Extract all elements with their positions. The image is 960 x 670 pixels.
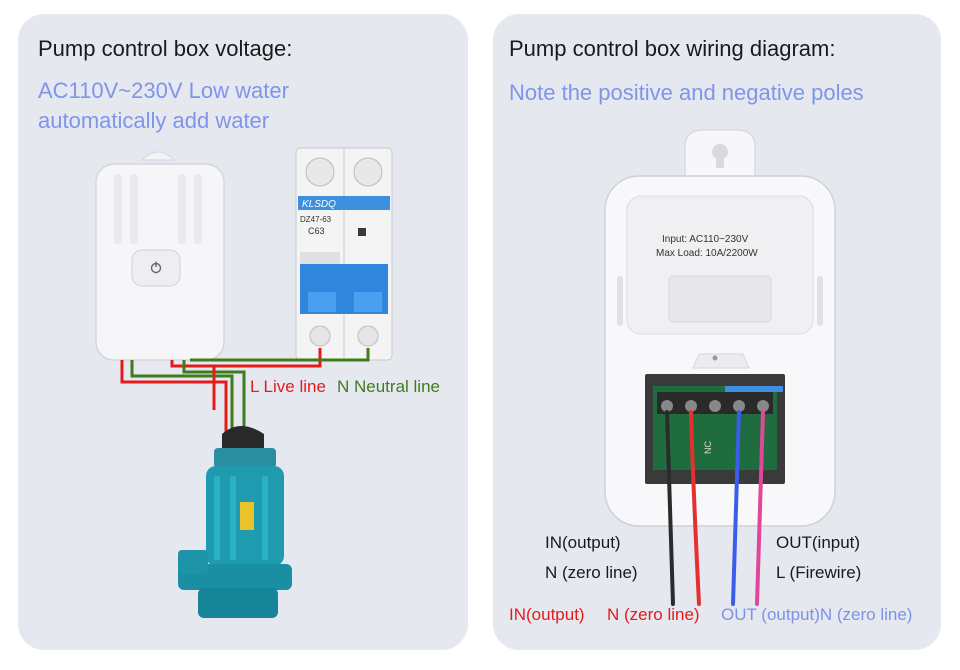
neutral-line-label: N Neutral line	[337, 377, 440, 396]
out-firewire-caption: L (Firewire)	[776, 563, 862, 582]
circuit-breaker: KLSDQ DZ47-63 C63	[295, 147, 393, 361]
terminal-wires	[665, 410, 765, 606]
voltage-illustration: KLSDQ DZ47-63 C63	[95, 147, 393, 618]
in-output-caption: IN(output)	[545, 533, 621, 552]
submersible-pump	[178, 426, 292, 618]
voltage-subtitle-line1: AC110V~230V Low water	[38, 78, 289, 103]
power-icon	[150, 261, 162, 274]
wiring	[120, 348, 370, 438]
terminal-block: NC	[645, 374, 785, 484]
svg-text:NC: NC	[703, 441, 713, 454]
voltage-subtitle-line2: automatically add water	[38, 108, 270, 133]
in-neutral-caption: N (zero line)	[545, 563, 638, 582]
out-input-caption: OUT(input)	[776, 533, 861, 552]
wiring-heading: Pump control box wiring diagram:	[509, 36, 836, 61]
bottom-in-output-label: IN(output)	[509, 605, 585, 624]
pump-control-box	[95, 151, 225, 361]
device-hanger	[684, 129, 756, 185]
breaker-brand: KLSDQ	[302, 199, 336, 210]
wiring-subtitle: Note the positive and negative poles	[509, 80, 864, 105]
device-label-line2: Max Load: 10A/2200W	[656, 248, 758, 259]
live-line-label: L Live line	[250, 377, 326, 396]
breaker-model: DZ47-63	[300, 215, 332, 224]
bottom-out-label: OUT (output)N (zero line)	[721, 605, 913, 624]
voltage-panel: Pump control box voltage: AC110V~230V Lo…	[18, 14, 468, 650]
device-label-line1: Input: AC110~230V	[662, 234, 749, 245]
bottom-neutral-label: N (zero line)	[607, 605, 700, 624]
breaker-rating: C63	[308, 226, 325, 236]
wiring-panel: Pump control box wiring diagram: Note th…	[493, 14, 941, 650]
voltage-heading: Pump control box voltage:	[38, 36, 293, 61]
wiring-illustration: Input: AC110~230V Max Load: 10A/2200W NC	[604, 129, 836, 606]
